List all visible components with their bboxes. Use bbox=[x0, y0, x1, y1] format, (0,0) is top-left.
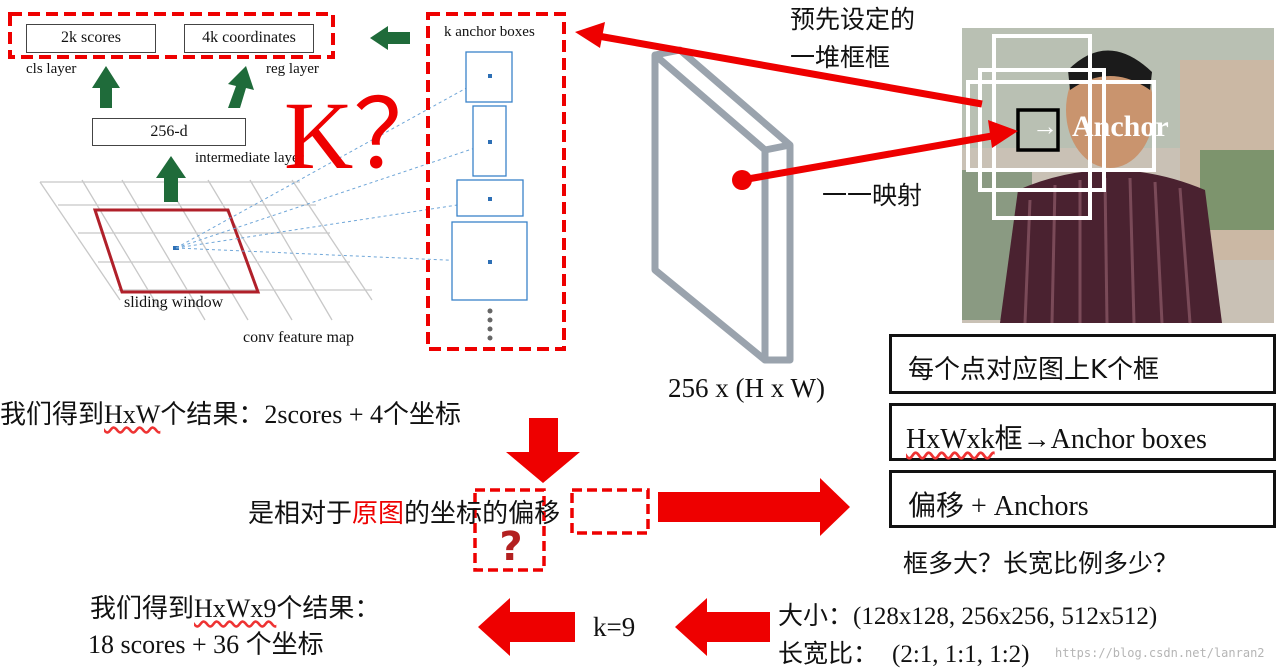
offset-coord: 坐标 bbox=[430, 499, 483, 528]
k-equals-label: k=9 bbox=[593, 612, 636, 642]
offset-dashed-frame bbox=[570, 488, 650, 535]
anchor-boxes-term: 框→Anchor boxes bbox=[994, 424, 1207, 455]
sliding-window-outline bbox=[92, 208, 261, 294]
anchor-photo-label: Anchor bbox=[1072, 110, 1169, 143]
offset-de2: 的 bbox=[482, 499, 509, 528]
anchor-boxes-title: k anchor boxes bbox=[444, 24, 535, 40]
scores-layer-box: 2k scores bbox=[26, 24, 156, 53]
intermediate-layer-label: intermediate layer bbox=[195, 150, 304, 166]
red-pointers bbox=[575, 22, 1018, 190]
anchor-projection-lines bbox=[175, 74, 491, 263]
preset-boxes-line1: 预先设定的 bbox=[790, 5, 916, 34]
size-values: (128x128, 256x256, 512x512) bbox=[853, 603, 1158, 630]
green-arrows bbox=[92, 26, 410, 202]
offset-anchors-box: 偏移 + Anchors bbox=[889, 470, 1276, 528]
anchor-center-box bbox=[1016, 108, 1060, 152]
flow-arrows bbox=[478, 418, 850, 656]
coords-layer-box: 4k coordinates bbox=[184, 24, 314, 53]
feature-map-slab bbox=[651, 46, 794, 364]
anchor-boxes-dashed-frame bbox=[426, 12, 566, 351]
final-suffix: 个结果： bbox=[276, 594, 381, 623]
ratio-line: 长宽比： (2:1, 1:1, 1:2) bbox=[778, 634, 1030, 670]
cls-layer-label: cls layer bbox=[26, 61, 77, 77]
conv-feature-map-grid bbox=[39, 179, 373, 321]
conv-feature-map-label: conv feature map bbox=[243, 329, 355, 346]
reg-layer-label: reg layer bbox=[266, 61, 319, 77]
result-suffix: 个结果：2scores + 4个坐标 bbox=[160, 400, 461, 429]
anchor-overlay-boxes bbox=[966, 34, 1156, 220]
points-to-k-boxes-box: 每个点对应图上K个框 bbox=[889, 334, 1276, 394]
preset-boxes-line2: 一堆框框 bbox=[790, 43, 891, 72]
hxwxk-anchor-text: HxWxk框→Anchor boxes bbox=[906, 417, 1207, 457]
k-question-label: K？ bbox=[284, 82, 450, 189]
ratio-values: (2:1, 1:1, 1:2) bbox=[892, 641, 1030, 668]
points-to-k-boxes-text: 每个点对应图上K个框 bbox=[908, 355, 1160, 385]
one-to-one-mapping: 一一映射 bbox=[822, 181, 923, 210]
watermark: https://blog.csdn.net/lanran2 bbox=[1055, 646, 1265, 660]
question-mark-icon: ? bbox=[499, 524, 522, 570]
anchor-arrow-glyph: → bbox=[1032, 112, 1058, 141]
hxwxk-anchor-box: HxWxk框→Anchor boxes bbox=[889, 403, 1276, 461]
intermediate-box-label: 256-d bbox=[150, 123, 188, 140]
scores-label: 2k scores bbox=[61, 29, 121, 46]
output-layers-dashed-frame bbox=[8, 12, 335, 59]
offset-pre: 是相对于 bbox=[248, 499, 353, 528]
size-line: 大小：(128x128, 256x256, 512x512) bbox=[778, 596, 1157, 632]
intermediate-layer-box: 256-d bbox=[92, 118, 246, 146]
sliding-window-label: sliding window bbox=[124, 294, 224, 311]
more-anchors-dots bbox=[487, 308, 493, 341]
final-prefix: 我们得到 bbox=[90, 594, 195, 623]
final-result-line2: 18 scores + 36 个坐标 bbox=[88, 630, 324, 659]
person-photo bbox=[962, 28, 1274, 324]
offset-de1: 的 bbox=[404, 499, 431, 528]
coord-dashed-frame bbox=[473, 488, 546, 572]
ratio-label: 长宽比： bbox=[778, 639, 879, 668]
anchor-boxes bbox=[451, 51, 528, 301]
offset-line: 是相对于原图的坐标的偏移 bbox=[248, 493, 560, 530]
size-label: 大小： bbox=[778, 601, 854, 630]
offset-orig: 原图 bbox=[352, 499, 405, 528]
box-size-question: 框多大？长宽比例多少？ bbox=[903, 549, 1179, 578]
result-hxw: HxW bbox=[104, 400, 161, 429]
result-hxw-line: 我们得到HxW个结果：2scores + 4个坐标 bbox=[0, 394, 461, 431]
offset-anchors-text: 偏移 + Anchors bbox=[908, 491, 1089, 522]
svg-text:?: ? bbox=[499, 524, 522, 570]
final-result-line1: 我们得到HxWx9个结果： bbox=[90, 588, 380, 625]
offset-shift: 偏移 bbox=[508, 499, 561, 528]
final-hxw: HxWx9 bbox=[194, 594, 277, 623]
hxwxk-term: HxWxk bbox=[906, 424, 995, 455]
coords-label: 4k coordinates bbox=[202, 29, 296, 46]
feature-dims-label: 256 x (H x W) bbox=[668, 373, 825, 403]
result-prefix: 我们得到 bbox=[0, 400, 105, 429]
